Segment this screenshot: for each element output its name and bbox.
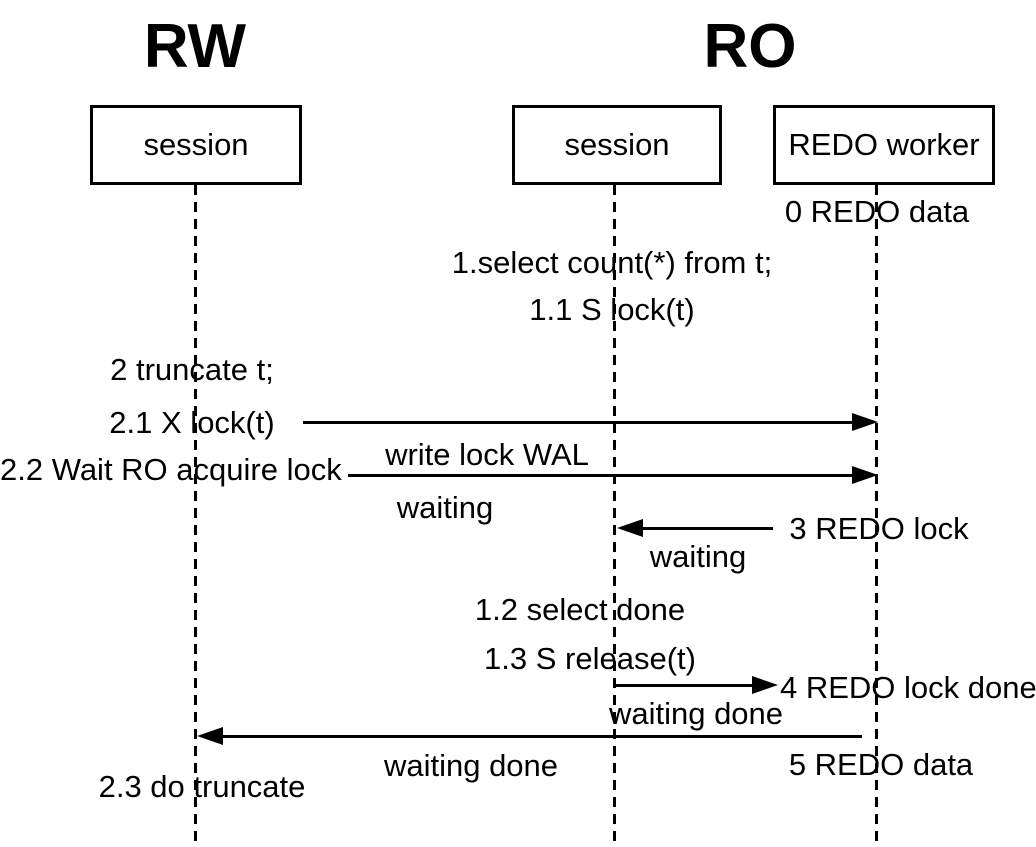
arrowhead-right-icon: [752, 676, 778, 694]
participant-redo-worker: REDO worker: [773, 105, 995, 185]
arrow-x-lock-to-redo-worker: [303, 411, 878, 433]
label-write-lock-wal: write lock WAL: [385, 437, 589, 472]
arrow-write-lock-wal-to-redo-worker: [348, 464, 878, 486]
participant-rw-session: session: [90, 105, 302, 185]
group-title-rw: RW: [143, 12, 247, 81]
participant-rw-session-label: session: [143, 127, 249, 162]
lifeline-redo-worker: [875, 185, 878, 847]
arrowhead-right-icon: [852, 413, 878, 431]
label-s-lock: 1.1 S lock(t): [529, 292, 695, 327]
arrow-line: [215, 735, 862, 738]
label-x-lock: 2.1 X lock(t): [109, 405, 275, 440]
arrow-line: [615, 684, 760, 687]
label-wait-ro-acquire-lock: 2.2 Wait RO acquire lock: [0, 452, 342, 487]
label-waiting-ro: waiting: [649, 539, 747, 574]
label-redo-lock: 3 REDO lock: [789, 511, 969, 546]
arrowhead-right-icon: [852, 466, 878, 484]
participant-ro-session-label: session: [564, 127, 670, 162]
arrow-redo-data-to-rw-session: [197, 725, 862, 747]
label-select-done: 1.2 select done: [474, 592, 686, 627]
label-waiting-rw: waiting: [396, 490, 494, 525]
lifeline-rw-session: [194, 185, 197, 847]
label-waiting-done-ro: waiting done: [608, 696, 784, 731]
label-s-release: 1.3 S release(t): [484, 641, 696, 676]
arrow-redo-lock-to-ro-session: [617, 517, 773, 539]
arrowhead-left-icon: [617, 519, 643, 537]
label-select-count: 1.select count(*) from t;: [451, 245, 773, 280]
arrow-s-release-to-redo-worker: [615, 674, 778, 696]
label-waiting-done-rw: waiting done: [383, 748, 559, 783]
arrowhead-left-icon: [197, 727, 223, 745]
participant-redo-worker-label: REDO worker: [788, 127, 980, 162]
arrow-line: [348, 474, 860, 477]
group-title-ro: RO: [703, 12, 797, 81]
arrow-line: [635, 527, 773, 530]
lifeline-ro-session: [613, 185, 616, 847]
label-redo-lock-done: 4 REDO lock done: [780, 670, 1036, 705]
label-truncate: 2 truncate t;: [110, 352, 274, 387]
label-do-truncate: 2.3 do truncate: [98, 769, 306, 804]
label-redo-data-initial: 0 REDO data: [784, 194, 970, 229]
arrow-line: [303, 421, 860, 424]
label-redo-data-final: 5 REDO data: [788, 747, 974, 782]
participant-ro-session: session: [512, 105, 722, 185]
